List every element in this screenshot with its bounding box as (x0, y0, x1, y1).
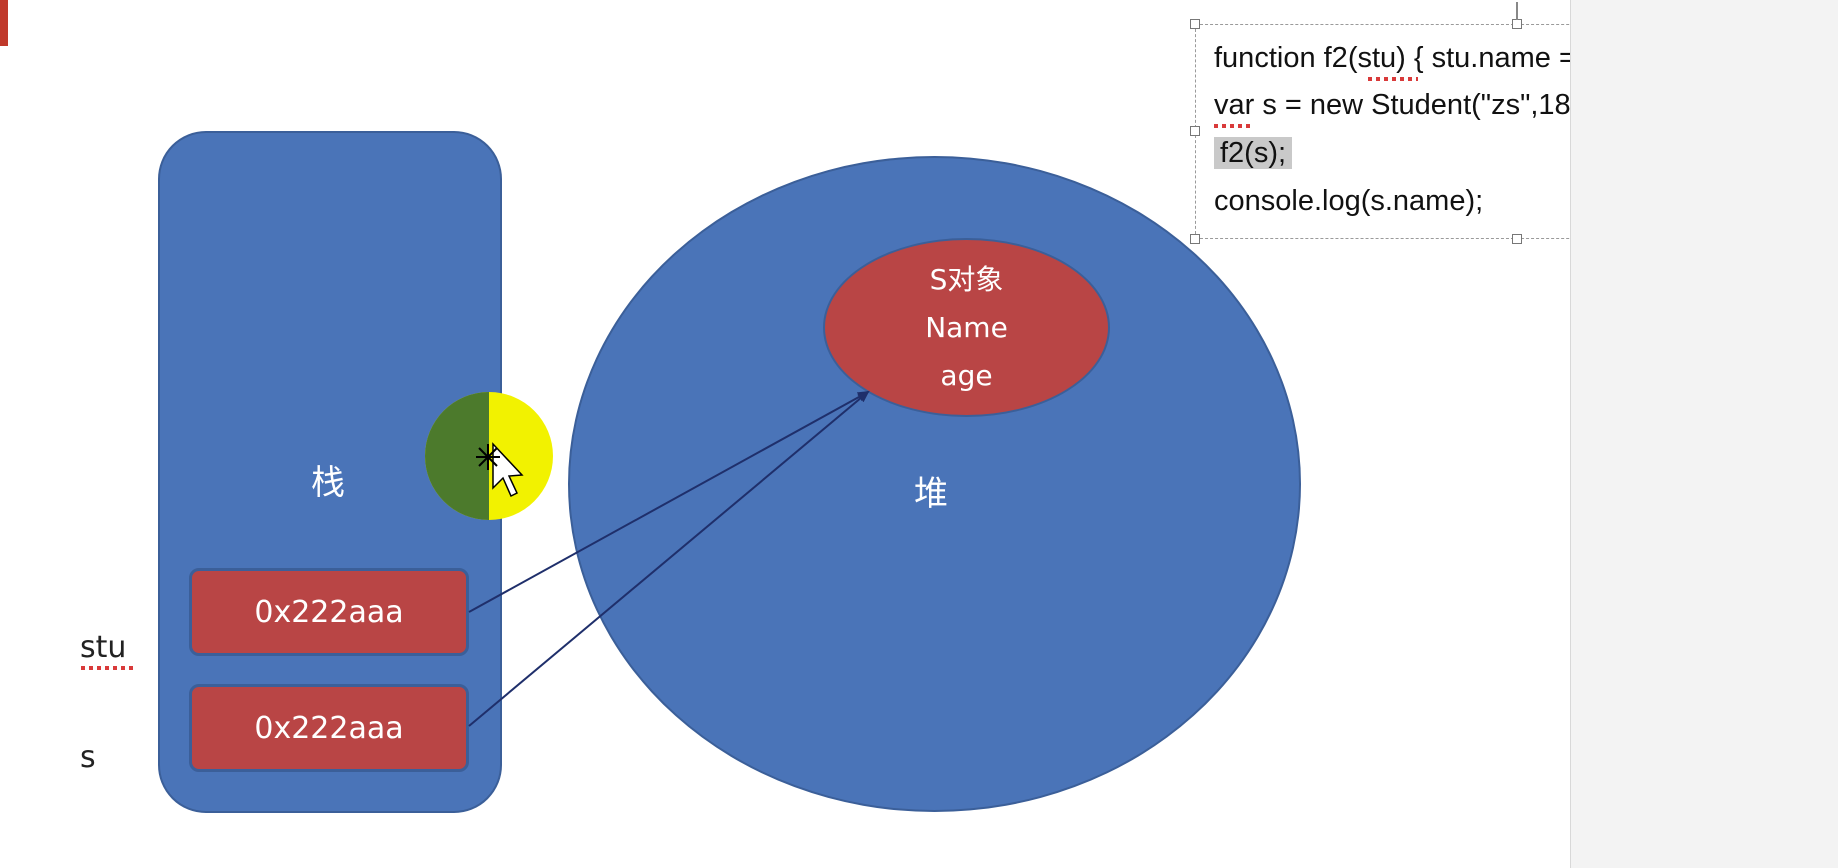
stack-cell-stu: 0x222aaa (189, 568, 469, 656)
code-line-3[interactable]: f2(s); (1214, 137, 1293, 170)
stack-label: 栈 (311, 463, 345, 503)
resize-handle-bc[interactable] (1512, 234, 1522, 244)
cursor-highlight (425, 392, 553, 520)
object-field-age: age (940, 358, 993, 392)
object-title: S对象 (929, 262, 1004, 296)
mouse-pointer-icon (476, 442, 524, 498)
object-field-name: Name (925, 310, 1008, 344)
spellcheck-underline (81, 666, 135, 670)
code-line-3-highlight: f2(s); (1214, 137, 1293, 169)
code-line-4[interactable]: console.log(s.name); (1214, 185, 1484, 217)
resize-handle-bl[interactable] (1190, 234, 1200, 244)
var-label-s: s (80, 740, 96, 775)
resize-handle-ml[interactable] (1190, 126, 1200, 136)
right-side-pane (1570, 0, 1838, 868)
resize-handle-tl[interactable] (1190, 19, 1200, 29)
rotate-handle-stem (1516, 2, 1518, 20)
object-ellipse: S对象 Name age (823, 238, 1110, 417)
var-label-stu: stu (80, 630, 127, 665)
resize-handle-tc[interactable] (1512, 19, 1522, 29)
slide-canvas: 栈 0x222aaa 0x222aaa stu s 堆 S对象 Name age (0, 0, 1838, 813)
app-corner-mark (0, 0, 8, 46)
heap-label: 堆 (914, 474, 948, 514)
spellcheck-underline-var (1214, 124, 1250, 128)
stack-cell-s: 0x222aaa (189, 684, 469, 772)
spellcheck-underline-stu (1368, 77, 1418, 81)
